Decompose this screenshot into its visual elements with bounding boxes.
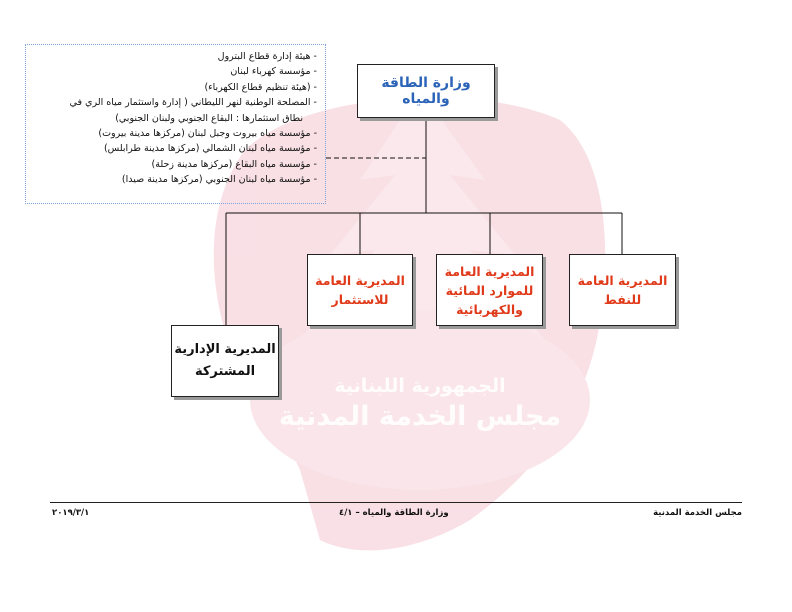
agency-item: - مؤسسة مياه لبنان الجنوبي (مركزها مدينة… <box>121 174 317 186</box>
directorate-water-electric-label: المديرية العامة للموارد المائية والكهربا… <box>444 263 535 317</box>
agency-item-continued: نطاق استثمارها : البقاع الجنوبي ولبنان ا… <box>115 112 303 124</box>
ministry-box: وزارة الطاقة والمياه <box>357 64 495 118</box>
agency-item: - مؤسسة مياه لبنان الشمالي (مركزها مدينة… <box>103 143 317 155</box>
directorate-investment-box: المديرية العامة للاستثمار <box>307 254 413 326</box>
directorate-investment-label: المديرية العامة للاستثمار <box>315 273 405 307</box>
watermark-line2: مجلس الخدمة المدنية <box>279 401 561 432</box>
footer-page-label: وزارة الطاقة والمياه – ٤/١ <box>339 508 449 518</box>
directorate-oil-label: المديرية العامة للنفط <box>577 273 668 307</box>
affiliated-agencies-list: - هيئة إدارة قطاع البترول - مؤسسة كهرباء… <box>25 44 326 204</box>
agency-item: - (هيئة تنظيم قطاع الكهرباء) <box>204 81 317 93</box>
agency-item: - مؤسسة مياه بيروت وجبل لبنان (مركزها مد… <box>98 128 317 140</box>
footer-org-name: مجلس الخدمة المدنية <box>653 508 742 518</box>
joint-admin-directorate-label: المديرية الإدارية المشتركة <box>174 342 276 379</box>
footer-date: ٢٠١٩/٣/١ <box>52 508 90 518</box>
watermark-line1: الجمهورية اللبنانية <box>334 375 505 397</box>
agency-item: - مؤسسة كهرباء لبنان <box>230 66 317 78</box>
ministry-title: وزارة الطاقة والمياه <box>381 75 471 107</box>
directorate-oil-box: المديرية العامة للنفط <box>569 254 676 326</box>
footer-divider <box>50 502 742 503</box>
joint-admin-directorate-box: المديرية الإدارية المشتركة <box>171 325 279 397</box>
agency-item: - مؤسسة مياه البقاع (مركزها مدينة زحلة) <box>151 158 317 170</box>
agency-item: - المصلحة الوطنية لنهر الليطاني ( إدارة … <box>69 97 317 109</box>
directorate-water-electric-box: المديرية العامة للموارد المائية والكهربا… <box>436 254 543 326</box>
agency-item: - هيئة إدارة قطاع البترول <box>217 51 317 62</box>
